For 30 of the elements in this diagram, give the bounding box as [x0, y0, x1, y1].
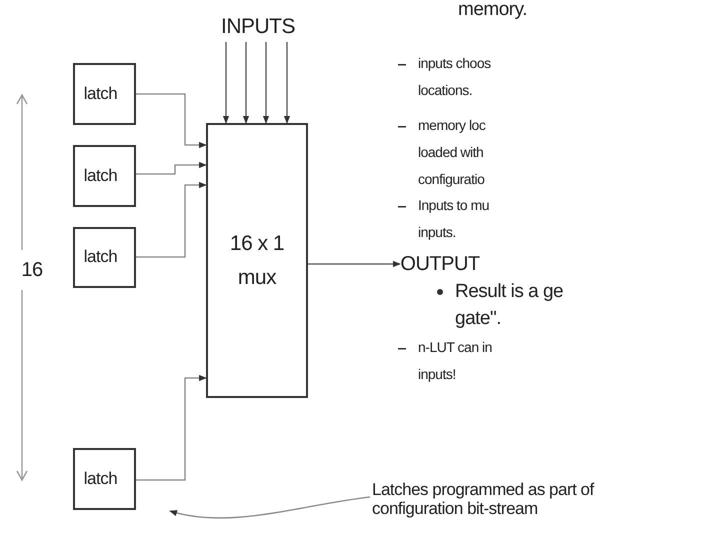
- sub-bullet-text: n-LUT can in inputs!: [418, 338, 493, 384]
- sub-bullet-text: Inputs to mu inputs.: [418, 196, 490, 242]
- latch-box: [73, 448, 136, 510]
- arrow: [262, 42, 270, 124]
- signal-label: INPUTS: [220, 15, 295, 39]
- mux-label: 16 x 1 mux: [228, 230, 286, 290]
- latch-label: latch: [84, 166, 118, 186]
- latch-label: latch: [84, 248, 118, 267]
- bullet-text: Result is a ge gate".: [455, 280, 564, 331]
- note-text: Latches programmed as part of configuration bit-stream: [372, 481, 594, 519]
- latch-label: latch: [84, 84, 118, 104]
- arrow: [284, 42, 290, 124]
- arrow: [136, 162, 207, 175]
- arrow: [242, 42, 250, 124]
- arrow: [136, 93, 207, 148]
- sub-bullet-text: memory loc loaded with configuratio: [418, 116, 486, 189]
- latch-box: [73, 227, 136, 288]
- arrow: [308, 260, 401, 268]
- multiplexer-box: [206, 123, 308, 398]
- dimension-label: 16: [20, 258, 44, 283]
- arrow: [136, 374, 207, 481]
- arrow: [222, 42, 230, 124]
- body-text: memory.: [458, 0, 528, 21]
- sub-bullet-text: inputs choos locations.: [418, 54, 492, 100]
- latch-label: latch: [84, 470, 118, 488]
- leader-line: [169, 496, 370, 519]
- arrow: [136, 182, 207, 258]
- latch-box: [73, 63, 136, 125]
- latch-box: [73, 145, 136, 207]
- signal-label: OUTPUT: [400, 253, 480, 275]
